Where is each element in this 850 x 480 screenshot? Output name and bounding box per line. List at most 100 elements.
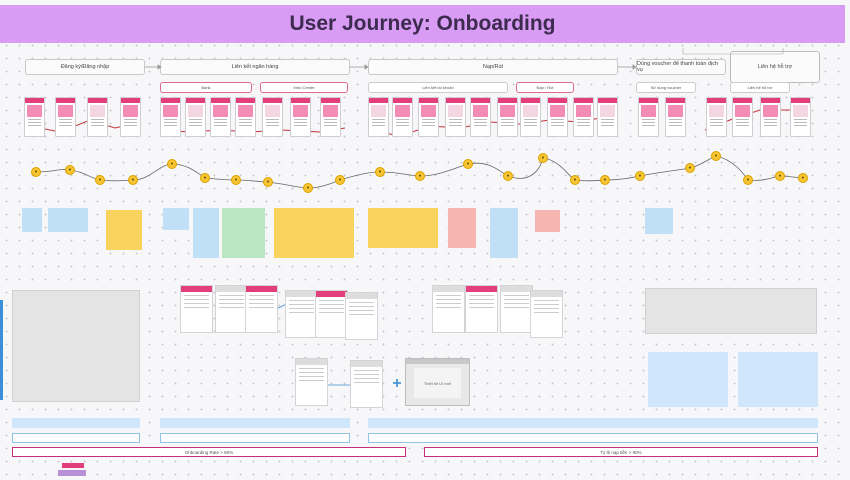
- app-screen-thumbnail: [320, 97, 341, 137]
- emotion-face-icon: •: [167, 159, 177, 169]
- info-block: [738, 352, 818, 407]
- emotion-face-icon: •: [231, 175, 241, 185]
- substage-label: Liên kết tài khoản: [422, 85, 454, 90]
- band-row: [368, 418, 818, 428]
- app-screen-thumbnail: [120, 97, 141, 137]
- app-screen-thumbnail: [87, 97, 108, 137]
- app-screen-thumbnail: [24, 97, 45, 137]
- substage-bank[interactable]: Bank: [160, 82, 252, 93]
- app-screen-thumbnail: [418, 97, 439, 137]
- emotion-face-icon: •: [415, 171, 425, 181]
- flow-screen-thumbnail: [215, 285, 248, 333]
- band-row: [368, 433, 818, 443]
- brand-chip: [58, 470, 86, 476]
- emotion-face-icon: •: [335, 175, 345, 185]
- sticky-note: [645, 208, 673, 234]
- sticky-note: [274, 208, 354, 258]
- app-screen-thumbnail: [470, 97, 491, 137]
- app-screen-thumbnail: [760, 97, 781, 137]
- substage-label: Bank: [201, 85, 211, 90]
- substage-link-account[interactable]: Liên kết tài khoản: [368, 82, 508, 93]
- brand-chip: [62, 463, 84, 468]
- mock-topbar: [406, 359, 469, 364]
- sticky-note: [222, 208, 265, 258]
- emotion-face-icon: •: [600, 175, 610, 185]
- info-block: [648, 352, 728, 407]
- emotion-face-icon: •: [503, 171, 513, 181]
- app-screen-thumbnail: [290, 97, 311, 137]
- app-screen-thumbnail: [520, 97, 541, 137]
- band-row: [160, 418, 350, 428]
- emotion-face-icon: •: [31, 167, 41, 177]
- app-screen-thumbnail: [185, 97, 206, 137]
- title-banner: User Journey: Onboarding: [0, 5, 845, 43]
- sticky-note: [163, 208, 189, 230]
- flow-screen-thumbnail: [245, 285, 278, 333]
- stage-support[interactable]: Liên hệ hỗ trợ: [730, 51, 820, 83]
- sticky-note: [368, 208, 438, 248]
- emotion-face-icon: •: [128, 175, 138, 185]
- emotion-face-icon: •: [635, 171, 645, 181]
- app-screen-thumbnail: [665, 97, 686, 137]
- app-screen-thumbnail: [262, 97, 283, 137]
- mock-label: Thiết kế UI mới: [423, 380, 452, 386]
- sticky-note: [448, 208, 476, 248]
- stage-label: Dùng voucher để thanh toán dịch vụ: [637, 61, 719, 73]
- emotion-face-icon: •: [538, 153, 548, 163]
- substage-label: Nạp / Rút: [536, 85, 554, 90]
- band-row: [12, 433, 140, 443]
- stage-signup[interactable]: Đăng ký/Đăng nhập: [25, 59, 145, 75]
- emotion-face-icon: •: [570, 175, 580, 185]
- flow-screen-thumbnail: [530, 290, 563, 338]
- sticky-note: [193, 208, 219, 258]
- app-screen-thumbnail: [55, 97, 76, 137]
- ui-mock-frame: Thiết kế UI mới: [405, 358, 470, 406]
- placeholder-panel: [12, 290, 140, 402]
- app-screen-thumbnail: [547, 97, 568, 137]
- substage-label: Liên hệ hỗ trợ: [747, 85, 773, 90]
- emotion-face-icon: •: [65, 165, 75, 175]
- app-screen-thumbnail: [732, 97, 753, 137]
- app-screen-thumbnail: [445, 97, 466, 137]
- flow-screen-thumbnail: [180, 285, 213, 333]
- sticky-note: [490, 208, 518, 258]
- emotion-face-icon: •: [303, 183, 313, 193]
- substage-label: Sử dụng voucher: [650, 85, 682, 90]
- flow-screen-thumbnail: [432, 285, 465, 333]
- app-screen-thumbnail: [597, 97, 618, 137]
- stage-label: Nạp/Rút: [482, 64, 504, 70]
- emotion-face-icon: •: [711, 151, 721, 161]
- substage-support[interactable]: Liên hệ hỗ trợ: [730, 82, 790, 93]
- flow-screen-thumbnail: [350, 360, 383, 408]
- app-screen-thumbnail: [790, 97, 811, 137]
- app-screen-thumbnail: [497, 97, 518, 137]
- app-screen-thumbnail: [210, 97, 231, 137]
- flow-screen-thumbnail: [295, 358, 328, 406]
- band-text: Tỷ lệ nạp tiền > 90%: [600, 449, 642, 455]
- stage-bank-link[interactable]: Liên kết ngân hàng: [160, 59, 350, 75]
- app-screen-thumbnail: [368, 97, 389, 137]
- stage-deposit[interactable]: Nạp/Rút: [368, 59, 618, 75]
- emotion-face-icon: •: [798, 173, 808, 183]
- sticky-note: [535, 210, 560, 232]
- app-screen-thumbnail: [160, 97, 181, 137]
- flow-screen-thumbnail: [345, 292, 378, 340]
- stage-label: Đăng ký/Đăng nhập: [60, 64, 110, 70]
- app-screen-thumbnail: [235, 97, 256, 137]
- app-screen-thumbnail: [638, 97, 659, 137]
- substage-deposit[interactable]: Nạp / Rút: [516, 82, 574, 93]
- substage-use-voucher[interactable]: Sử dụng voucher: [636, 82, 696, 93]
- emotion-face-icon: •: [685, 163, 695, 173]
- app-screen-thumbnail: [573, 97, 594, 137]
- substage-intro[interactable]: Intro Center: [260, 82, 348, 93]
- page-title: User Journey: Onboarding: [289, 12, 556, 35]
- sticky-note: [22, 208, 42, 232]
- mock-body: Thiết kế UI mới: [414, 368, 461, 398]
- emotion-face-icon: •: [95, 175, 105, 185]
- stage-label: Liên hệ hỗ trợ: [757, 64, 793, 70]
- metric-band: Tỷ lệ nạp tiền > 90%: [424, 447, 818, 457]
- flow-screen-thumbnail: [465, 285, 498, 333]
- sticky-note: [106, 210, 142, 250]
- metric-band: Onboarding Rate > 80%: [12, 447, 406, 457]
- substage-label: Intro Center: [293, 85, 315, 90]
